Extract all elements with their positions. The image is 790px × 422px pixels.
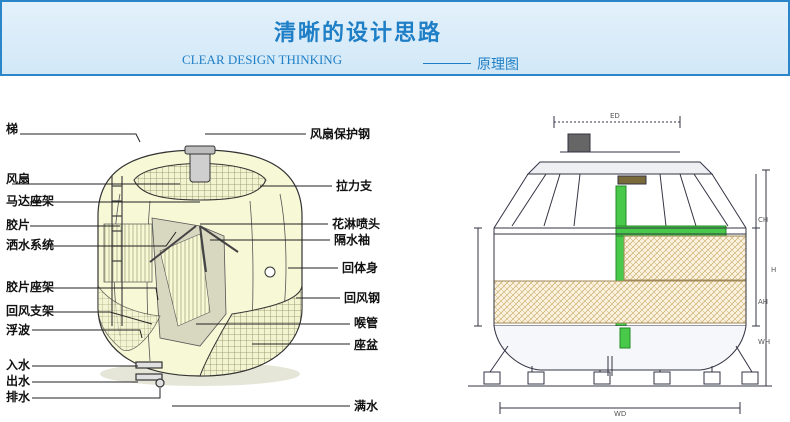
header-banner: 清晰的设计思路 CLEAR DESIGN THINKING 原理图	[0, 0, 790, 76]
dim-upper-height: CH	[758, 216, 769, 224]
technical-elevation-drawing	[468, 116, 772, 414]
label-air-inlet-mesh: 回风钢	[344, 291, 381, 305]
label-overflow: 满水	[354, 399, 379, 413]
label-float-valve: 浮波	[6, 323, 31, 337]
label-fill: 胶片	[6, 218, 31, 232]
label-tower-body: 回体身	[342, 261, 379, 275]
diagram-svg	[12, 116, 772, 414]
label-drain: 排水	[6, 390, 31, 404]
label-basin: 座盆	[354, 338, 379, 352]
left-leader-lines	[12, 133, 200, 399]
label-air-inlet-bracket: 回风支架	[6, 304, 55, 318]
label-fill-bracket: 胶片座架	[6, 280, 55, 294]
label-throat-pipe: 喉管	[354, 316, 379, 330]
label-sprinkler-system: 洒水系统	[6, 238, 55, 252]
right-leader-lines	[172, 133, 350, 407]
dim-low-height: WH	[758, 338, 771, 346]
label-water-shield: 隔水袖	[334, 233, 371, 247]
label-motor-bracket: 马达座架	[6, 194, 55, 208]
cutaway-tower-illustration	[97, 145, 303, 388]
page-subtitle: CLEAR DESIGN THINKING	[182, 52, 343, 67]
label-water-outlet: 出水	[6, 374, 31, 388]
dim-total-height: H	[771, 266, 777, 274]
label-fan-guard: 风扇保护钢	[310, 127, 371, 141]
dim-mid-height: AH	[758, 298, 769, 306]
label-fan: 风扇	[6, 172, 31, 186]
label-water-inlet: 入水	[6, 358, 31, 372]
dim-top-width: ED	[610, 112, 620, 120]
dim-bottom-width: WD	[614, 410, 627, 418]
tab-underline	[423, 63, 471, 64]
page-title: 清晰的设计思路	[273, 21, 442, 46]
label-tension-bar: 拉力支	[336, 179, 373, 193]
diagram-canvas: 梯 风扇 马达座架 胶片 洒水系统 胶片座架 回风支架 浮波 入水 出水 排水 …	[0, 76, 790, 422]
tab-diagram[interactable]: 原理图	[477, 57, 519, 73]
label-spray-nozzle: 花淋喷头	[332, 217, 381, 231]
label-ladder: 梯	[6, 122, 19, 136]
